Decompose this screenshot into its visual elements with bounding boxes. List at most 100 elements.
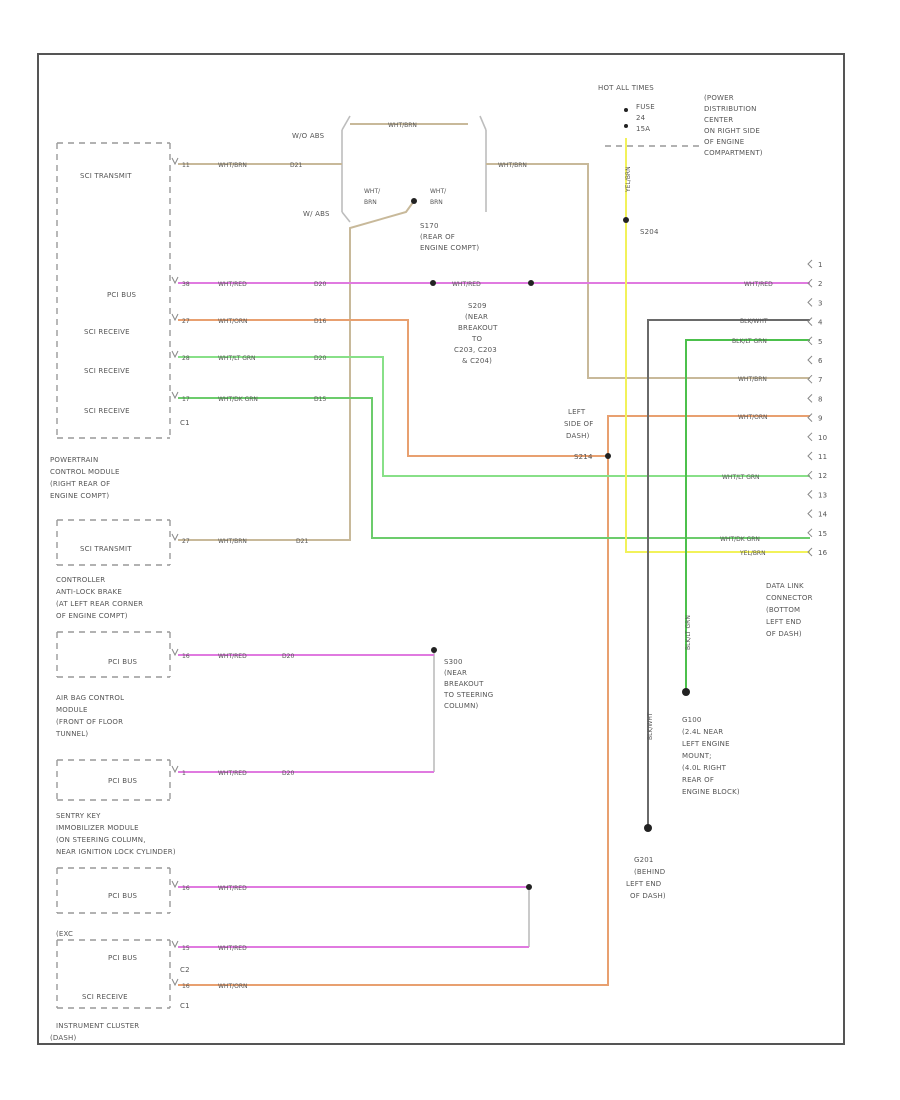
abs-pin-label: SCI TRANSMIT — [80, 545, 132, 553]
svg-text:24: 24 — [636, 114, 646, 122]
svg-text:MODULE: MODULE — [56, 706, 88, 714]
dlc-pin-16: 16 — [818, 549, 828, 557]
svg-text:D21: D21 — [290, 162, 302, 169]
svg-text:(BOTTOM: (BOTTOM — [766, 606, 800, 614]
dlc-pin-stub — [807, 394, 813, 403]
svg-text:S170: S170 — [420, 222, 439, 230]
splice-dots — [411, 108, 690, 890]
dlc-pin-8: 8 — [818, 395, 823, 403]
s209-dot-a — [430, 280, 436, 286]
svg-text:(POWER: (POWER — [704, 94, 734, 102]
svg-text:BRN: BRN — [364, 199, 377, 206]
svg-text:OF DASH): OF DASH) — [630, 892, 666, 900]
svg-text:TO: TO — [471, 335, 482, 343]
svg-text:WHT/BRN: WHT/BRN — [388, 122, 417, 129]
svg-text:WHT/DK GRN: WHT/DK GRN — [720, 536, 760, 543]
s209-label: S209 (NEAR BREAKOUT TO C203, C203 & C204… — [454, 302, 498, 365]
g201-ground — [644, 824, 652, 832]
svg-text:G201: G201 — [634, 856, 654, 864]
svg-text:YEL/BRN: YEL/BRN — [739, 550, 766, 557]
s170-dot — [411, 198, 417, 204]
skim-pin-num: 16 — [182, 885, 190, 892]
dlc-pin-stub — [807, 336, 813, 346]
abs-box — [56, 519, 171, 566]
dlc-pin-14: 14 — [818, 511, 828, 519]
pcm-name: POWERTRAIN CONTROL MODULE (RIGHT REAR OF… — [50, 456, 120, 500]
svg-text:(NEAR: (NEAR — [444, 669, 467, 677]
abs-pin-num: 27 — [182, 538, 190, 545]
svg-text:BRN: BRN — [430, 199, 443, 206]
svg-text:(2.4L NEAR: (2.4L NEAR — [682, 728, 723, 736]
dlc-pin-9: 9 — [818, 415, 823, 423]
svg-text:C203, C203: C203, C203 — [454, 346, 497, 354]
svg-text:17: 17 — [182, 396, 190, 403]
svg-text:D20: D20 — [314, 281, 326, 288]
dlc-pin-stub — [807, 374, 813, 384]
dlc-pin-stub — [807, 432, 813, 442]
s204-label: S204 — [640, 228, 659, 236]
acm-box-b — [56, 759, 171, 801]
dlc-pin-stub — [807, 547, 813, 557]
wire-lgr — [178, 356, 810, 477]
svg-text:OF DASH): OF DASH) — [766, 630, 802, 638]
dlc-pin-4: 4 — [818, 319, 823, 327]
dlc-pin-7: 7 — [818, 376, 823, 384]
dlc-pin-stub — [807, 355, 813, 365]
svg-text:& C204): & C204) — [462, 357, 492, 365]
s214-dot — [605, 453, 611, 459]
cluster-pin-num-b: 16 — [182, 983, 190, 990]
cluster-connector-c2: C2 — [180, 966, 190, 974]
acm-pin-label-b: PCI BUS — [108, 777, 138, 785]
svg-text:WHT/RED: WHT/RED — [744, 281, 773, 288]
dlc-pin-6: 6 — [818, 357, 823, 365]
s204-dot — [623, 217, 629, 223]
svg-text:ENGINE COMPT): ENGINE COMPT) — [50, 492, 109, 500]
svg-text:LEFT END: LEFT END — [766, 618, 801, 626]
svg-text:D20: D20 — [314, 355, 326, 362]
svg-text:(RIGHT REAR OF: (RIGHT REAR OF — [50, 480, 110, 488]
svg-text:S214: S214 — [574, 453, 593, 461]
svg-text:AIR BAG CONTROL: AIR BAG CONTROL — [56, 694, 124, 702]
svg-text:SCI TRANSMIT: SCI TRANSMIT — [80, 172, 132, 180]
svg-text:WHT/BRN: WHT/BRN — [498, 162, 527, 169]
wire-dgr — [178, 397, 810, 539]
s209-dot-b — [528, 280, 534, 286]
dlc-pin-stub — [807, 317, 813, 326]
svg-text:NEAR IGNITION LOCK CYLINDER): NEAR IGNITION LOCK CYLINDER) — [56, 848, 176, 856]
cluster-name: INSTRUMENT CLUSTER (DASH) — [50, 1022, 139, 1042]
svg-text:LEFT ENGINE: LEFT ENGINE — [682, 740, 730, 748]
svg-text:(AT LEFT REAR CORNER: (AT LEFT REAR CORNER — [56, 600, 143, 608]
pcm-pin-labels: SCI TRANSMIT PCI BUS SCI RECEIVE SCI REC… — [80, 162, 190, 427]
dlc-pin-stub — [807, 528, 813, 538]
svg-text:WHT/RED: WHT/RED — [218, 653, 247, 660]
svg-text:BLK/WHT: BLK/WHT — [740, 318, 768, 325]
svg-text:SCI RECEIVE: SCI RECEIVE — [84, 367, 130, 375]
dlc-pin-5: 5 — [818, 338, 823, 346]
svg-text:COLUMN): COLUMN) — [444, 702, 479, 710]
cluster-pin-label-b: SCI RECEIVE — [82, 993, 128, 1001]
svg-text:WHT/RED: WHT/RED — [218, 945, 247, 952]
wo-abs-label: W/O ABS — [292, 132, 325, 140]
skim-box — [56, 867, 171, 914]
svg-text:S209: S209 — [468, 302, 487, 310]
blk-wht-vertical-label: BLK/WHT — [647, 712, 654, 740]
cluster-pin-label-a: PCI BUS — [108, 954, 138, 962]
svg-text:(FRONT OF FLOOR: (FRONT OF FLOOR — [56, 718, 123, 726]
dlc-pin-stub — [807, 298, 813, 307]
pin-stubs — [171, 157, 179, 987]
svg-text:COMPARTMENT): COMPARTMENT) — [704, 149, 763, 157]
svg-text:CONTROL MODULE: CONTROL MODULE — [50, 468, 120, 476]
skim-name: SENTRY KEY IMMOBILIZER MODULE (ON STEERI… — [56, 812, 176, 856]
svg-text:DASH): DASH) — [566, 432, 590, 440]
svg-text:G100: G100 — [682, 716, 702, 724]
svg-text:ENGINE BLOCK): ENGINE BLOCK) — [682, 788, 740, 796]
cluster-pin-num-a: 15 — [182, 945, 190, 952]
acm-pin-label-a: PCI BUS — [108, 658, 138, 666]
dlc-name: DATA LINK CONNECTOR (BOTTOM LEFT END OF … — [766, 582, 812, 638]
svg-text:WHT/ORN: WHT/ORN — [218, 318, 248, 325]
wire-orn-2 — [178, 415, 810, 986]
svg-text:27: 27 — [182, 318, 190, 325]
dlc-pin-stub — [807, 413, 813, 422]
wire-color-labels: WHT/BRN D21 WHT/BRN WHT/BRN WHT/RED D20 … — [218, 122, 773, 990]
